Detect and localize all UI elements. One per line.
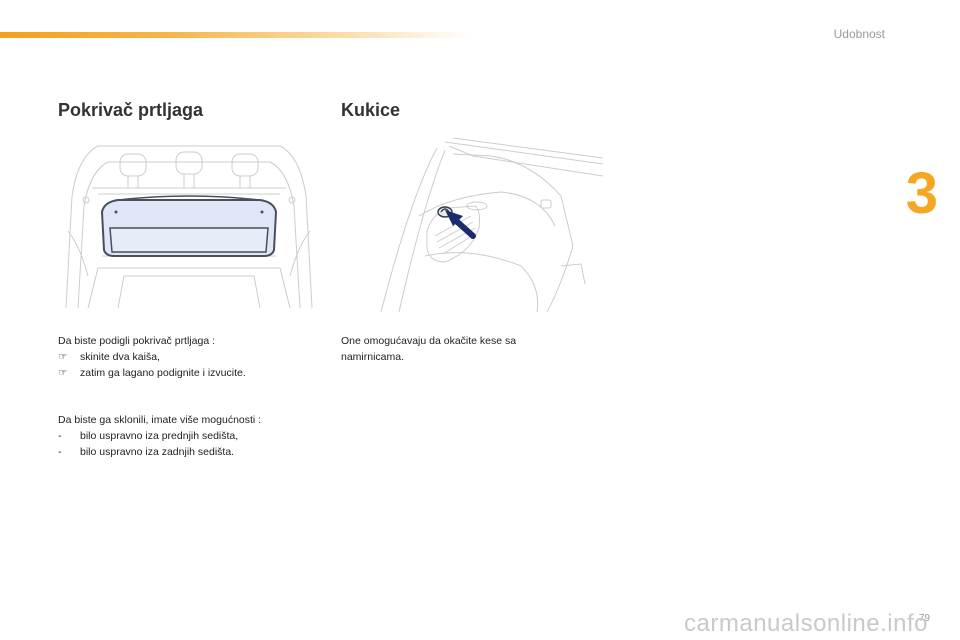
- hooks-text-line-2: namirnicama.: [341, 351, 405, 363]
- section-title-hooks: Kukice: [341, 100, 401, 120]
- list-item: ☞ skinite dva kaiša,: [58, 349, 320, 365]
- hooks-illustration: [380, 137, 603, 312]
- pointing-hand-icon: ☞: [58, 367, 68, 379]
- list-item-text: bilo uspravno iza zadnjih sedišta.: [80, 446, 235, 458]
- list-item: - bilo uspravno iza prednjih sedišta,: [58, 428, 320, 444]
- hooks-description: One omogućavaju da okačite kese sa namir…: [341, 333, 603, 365]
- list-item-text: zatim ga lagano podignite i izvucite.: [80, 367, 246, 379]
- section-title-luggage-cover: Pokrivač prtljaga: [58, 100, 204, 120]
- list-item: - bilo uspravno iza zadnjih sedišta.: [58, 444, 320, 460]
- list-item: ☞ zatim ga lagano podignite i izvucite.: [58, 365, 320, 381]
- hooks-text-line-1: One omogućavaju da okačite kese sa: [341, 335, 517, 347]
- raise-steps-list: ☞ skinite dva kaiša, ☞ zatim ga lagano p…: [58, 349, 320, 381]
- luggage-cover-raise-instructions: Da biste podigli pokrivač prtljaga : ☞ s…: [58, 333, 320, 381]
- list-item-text: bilo uspravno iza prednjih sedišta,: [80, 430, 239, 442]
- storage-options-list: - bilo uspravno iza prednjih sedišta, - …: [58, 428, 320, 460]
- watermark: carmanualsonline.info: [684, 610, 928, 637]
- list-item-text: skinite dva kaiša,: [80, 351, 160, 363]
- page-number: 79: [918, 613, 930, 624]
- dash-bullet: -: [58, 430, 62, 442]
- chapter-name: Udobnost: [833, 27, 885, 41]
- luggage-cover-storage-options: Da biste ga sklonili, imate više mogućno…: [58, 412, 320, 460]
- chapter-number: 3: [905, 161, 938, 226]
- header-accent-bar: [0, 32, 470, 38]
- luggage-cover-illustration: [65, 145, 313, 309]
- pointing-hand-icon: ☞: [58, 351, 68, 363]
- dash-bullet: -: [58, 446, 62, 458]
- raise-intro: Da biste podigli pokrivač prtljaga :: [58, 335, 215, 347]
- storage-intro: Da biste ga sklonili, imate više mogućno…: [58, 414, 262, 426]
